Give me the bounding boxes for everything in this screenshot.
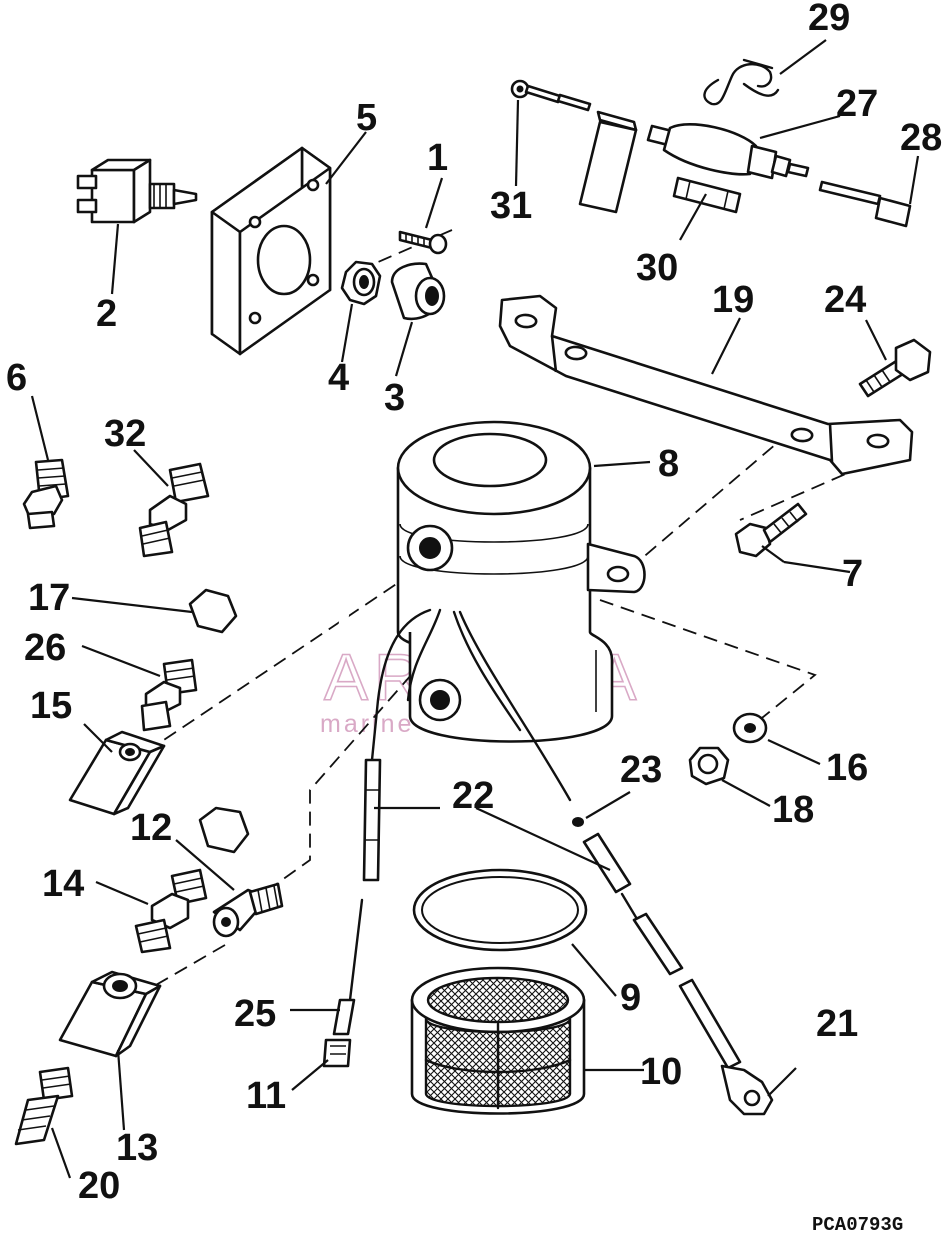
- tee-block-15: [68, 730, 166, 816]
- callout-13: 13: [116, 1127, 158, 1169]
- ring-terminal: [720, 1064, 774, 1116]
- callout-22: 22: [452, 775, 494, 817]
- callout-16: 16: [826, 747, 868, 789]
- callout-4: 4: [328, 357, 349, 399]
- callout-7: 7: [842, 553, 863, 595]
- callout-6: 6: [6, 357, 27, 399]
- tee-block-13: [58, 970, 162, 1058]
- electric-fuel-pump: [396, 420, 646, 743]
- fitting-6: [22, 458, 70, 530]
- callout-20: 20: [78, 1165, 120, 1207]
- callout-24: 24: [824, 279, 866, 321]
- fitting-14: [134, 868, 208, 954]
- callout-10: 10: [640, 1051, 682, 1093]
- toggle-switch: [76, 158, 198, 224]
- callout-8: 8: [658, 443, 679, 485]
- drawing-code: PCA0793G: [812, 1214, 903, 1236]
- wire-sleeve: [572, 817, 742, 1070]
- callout-5: 5: [356, 97, 377, 139]
- fitting-26: [140, 658, 198, 732]
- callout-3: 3: [384, 377, 405, 419]
- mounting-plate: [210, 146, 332, 356]
- callout-9: 9: [620, 977, 641, 1019]
- callout-12: 12: [130, 807, 172, 849]
- callout-2: 2: [96, 293, 117, 335]
- callout-29: 29: [808, 0, 850, 39]
- callout-15: 15: [30, 685, 72, 727]
- callout-23: 23: [620, 749, 662, 791]
- callout-14: 14: [42, 863, 84, 905]
- callout-21: 21: [816, 1003, 858, 1045]
- hex-bolt: [734, 502, 808, 558]
- callout-32: 32: [104, 413, 146, 455]
- bracket-bolt: [858, 338, 932, 398]
- callout-labels: 1 2 3 4 5 6 7 8 9 10 11 12 13 14 15 16 1…: [6, 0, 942, 1207]
- lock-washer: [732, 712, 768, 744]
- callout-31: 31: [490, 185, 532, 227]
- callout-28: 28: [900, 117, 942, 159]
- callout-26: 26: [24, 627, 66, 669]
- callout-11: 11: [246, 1075, 286, 1117]
- connector-12: [212, 882, 284, 938]
- fitting-32: [138, 462, 210, 558]
- o-ring: [412, 868, 588, 952]
- callout-17: 17: [28, 577, 70, 619]
- bushing: [390, 262, 446, 321]
- leader-lines: [30, 39, 920, 1179]
- callout-30: 30: [636, 247, 678, 289]
- lock-nut: [688, 746, 730, 786]
- bent-fuel-line: [188, 535, 351, 854]
- mounting-bracket: [498, 294, 914, 476]
- hex-nut: [340, 260, 382, 306]
- wire-lead: [322, 998, 356, 1068]
- callout-25: 25: [234, 993, 276, 1035]
- callout-19: 19: [712, 279, 754, 321]
- screw: [398, 230, 448, 255]
- fuse-holder-assembly: [510, 58, 912, 228]
- callout-18: 18: [772, 789, 814, 831]
- callout-1: 1: [427, 137, 448, 179]
- fitting-20: [14, 1066, 74, 1146]
- callout-27: 27: [836, 83, 878, 125]
- pump-wire-harness: [348, 608, 572, 1002]
- filter-screen: [410, 966, 586, 1115]
